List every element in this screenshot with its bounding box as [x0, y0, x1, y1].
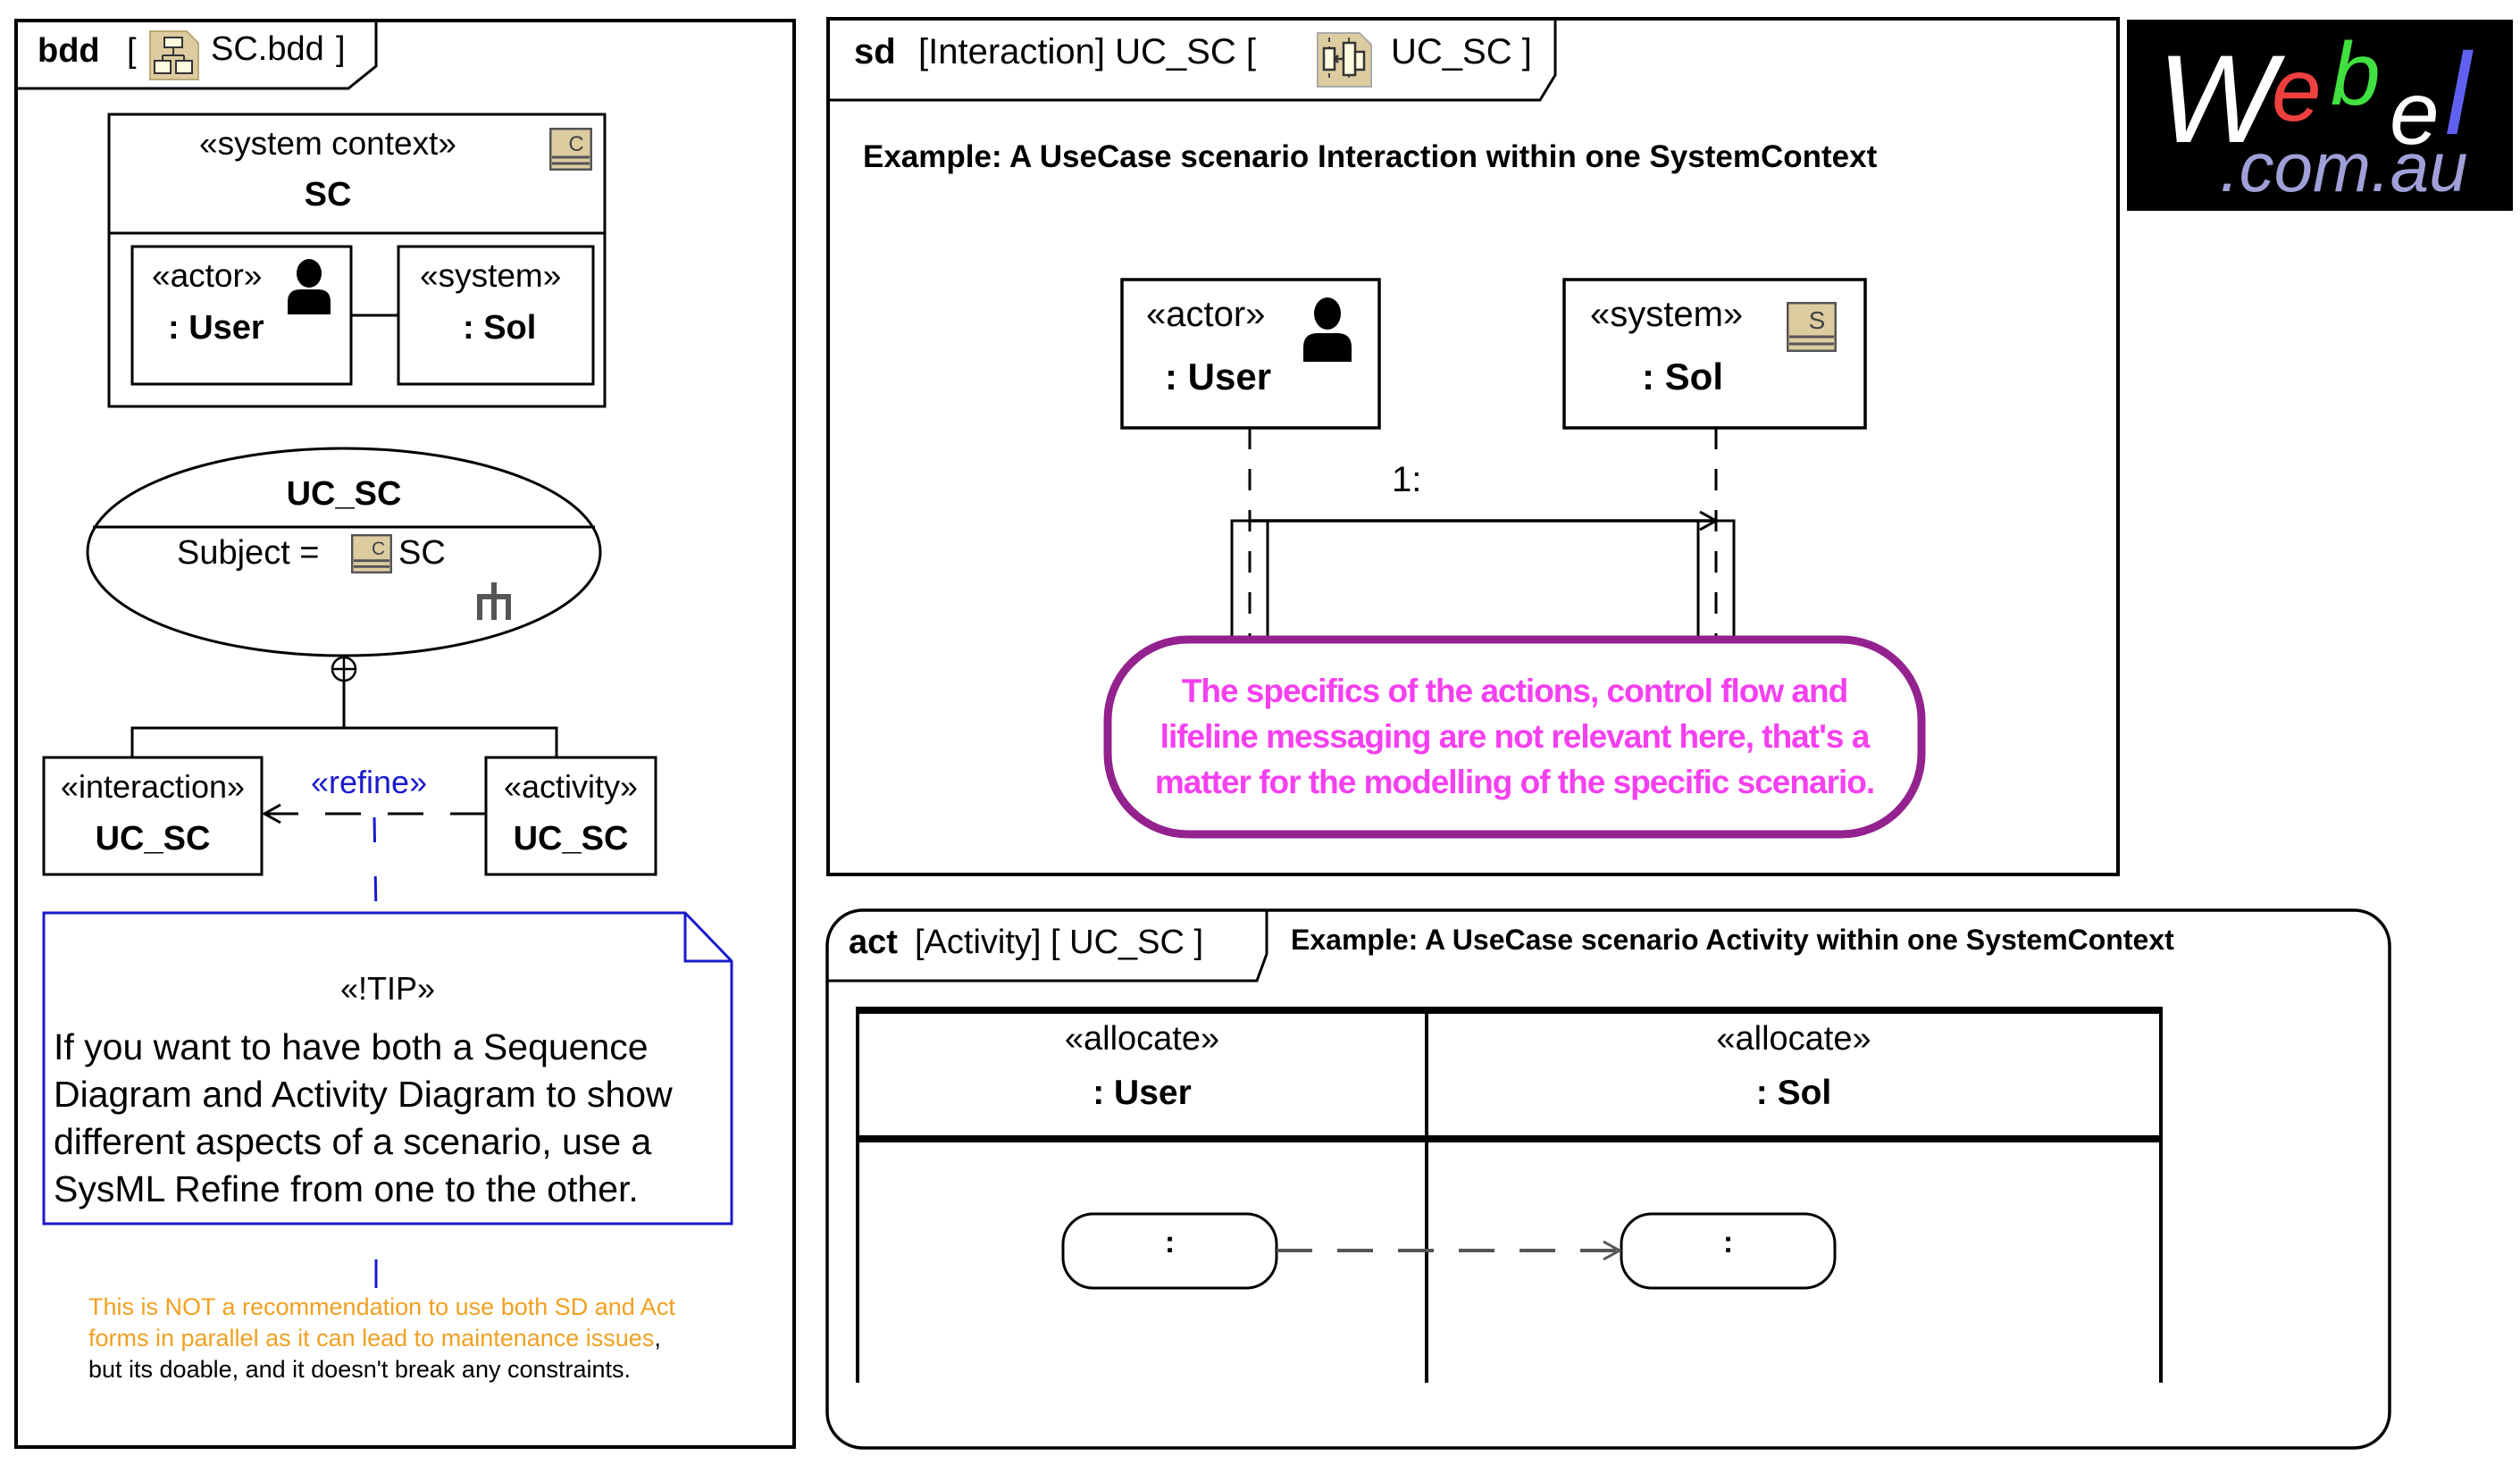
interaction-block-name: UC_SC	[95, 820, 211, 857]
part-user-name: : User	[168, 309, 264, 347]
warning-note: This is NOT a recommendation to use both…	[88, 1292, 675, 1385]
partition-user-stereotype: «allocate»	[1064, 1020, 1220, 1058]
tip-line: If you want to have both a Sequence	[54, 1026, 649, 1067]
class-C-icon: C	[548, 127, 593, 175]
lifeline-sol-name: : Sol	[1642, 356, 1723, 397]
sd-diagram-name: UC_SC ]	[1391, 32, 1532, 71]
webel-logo[interactable]: W e b e l .com.au	[2127, 20, 2513, 211]
use-case-name: UC_SC	[286, 475, 402, 513]
refine-label: «refine»	[311, 764, 428, 800]
svg-text:S: S	[1809, 306, 1826, 334]
swimlane	[856, 1007, 2163, 1383]
tip-stereotype: «!TIP»	[339, 970, 436, 1007]
activity-block-name: UC_SC	[513, 820, 629, 857]
logo-letter-w: W	[2157, 29, 2275, 169]
activation-user[interactable]	[1230, 519, 1269, 640]
act-kind-label: act	[849, 924, 898, 961]
act-caption: Example: A UseCase scenario Activity wit…	[1291, 924, 2174, 956]
bdd-frame	[14, 19, 796, 1449]
logo-letter-e2: e	[2390, 63, 2440, 163]
callout-text: The specifics of the actions, control fl…	[1108, 668, 1921, 805]
actor-person-icon	[286, 259, 332, 319]
tip-line: different aspects of a scenario, use a	[54, 1121, 652, 1162]
system-context-name: SC	[304, 176, 352, 213]
partition-user-name: : User	[1093, 1074, 1192, 1112]
sd-caption: Example: A UseCase scenario Interaction …	[863, 139, 1878, 174]
part-user-stereotype: «actor»	[152, 257, 263, 294]
tip-line: Diagram and Activity Diagram to show	[54, 1074, 673, 1115]
activity-block[interactable]	[484, 756, 657, 876]
sd-kind-label: sd	[854, 32, 896, 71]
logo-domain: .com.au	[2220, 128, 2468, 206]
lifeline-user-stereotype: «actor»	[1146, 295, 1266, 334]
logo-letter-l: l	[2445, 29, 2471, 159]
part-sol-stereotype: «system»	[420, 257, 562, 294]
sd-frame	[826, 17, 2120, 876]
action-user-label: :	[1164, 1226, 1176, 1259]
warning-comma: ,	[654, 1325, 661, 1351]
act-title: [Activity] [ UC_SC ]	[915, 924, 1204, 961]
sequence-diagram-icon	[1317, 32, 1372, 92]
actor-person-icon	[1302, 297, 1353, 366]
rake-icon	[477, 582, 511, 624]
svg-text:C: C	[372, 539, 385, 559]
part-sol[interactable]	[397, 245, 595, 386]
activation-sol[interactable]	[1696, 519, 1736, 640]
logo-letter-b: b	[2331, 24, 2381, 124]
callout-line: lifeline messaging are not relevant here…	[1160, 718, 1871, 755]
tip-line: SysML Refine from one to the other.	[54, 1168, 639, 1209]
warning-line: forms in parallel as it can lead to main…	[88, 1325, 655, 1351]
subject-class-C-icon: C	[350, 533, 393, 578]
containment-tree	[130, 681, 558, 757]
system-context-stereotype: «system context»	[199, 125, 456, 162]
warning-line: but its doable, and it doesn't break any…	[88, 1356, 632, 1383]
logo-letter-e: e	[2272, 40, 2322, 140]
tip-note[interactable]	[42, 911, 733, 1226]
message-1-label[interactable]: 1:	[1392, 460, 1422, 499]
bdd-kind-label: bdd	[38, 32, 100, 70]
lifeline-sol-stereotype: «system»	[1590, 295, 1744, 334]
use-case-subject-label: Subject =	[177, 534, 320, 572]
bdd-diagram-name: SC.bdd	[211, 30, 324, 68]
callout-box[interactable]	[1103, 635, 1926, 839]
bdd-close-bracket: ]	[336, 30, 346, 68]
activity-block-stereotype: «activity»	[503, 768, 639, 805]
interaction-block[interactable]	[42, 756, 264, 876]
lifeline-user-name: : User	[1165, 356, 1272, 397]
tip-body: If you want to have both a Sequence Diag…	[54, 1024, 673, 1213]
svg-text:C: C	[568, 132, 583, 156]
bdd-open-bracket: [	[127, 32, 137, 70]
system-S-icon: S	[1786, 301, 1838, 356]
interaction-block-stereotype: «interaction»	[60, 768, 246, 805]
callout-line: matter for the modelling of the specific…	[1154, 764, 1875, 800]
note-anchor-line	[373, 816, 378, 914]
use-case-subject-value: SC	[398, 534, 446, 572]
warning-line: This is NOT a recommendation to use both…	[88, 1293, 675, 1320]
containment-symbol	[331, 656, 357, 682]
use-case-ellipse[interactable]	[86, 447, 602, 657]
action-sol-label: :	[1722, 1226, 1734, 1259]
bdd-diagram-icon	[149, 30, 199, 85]
partition-sol-name: : Sol	[1755, 1074, 1832, 1112]
callout-line: The specifics of the actions, control fl…	[1181, 673, 1849, 709]
act-frame	[825, 908, 2391, 1450]
part-sol-name: : Sol	[463, 309, 537, 347]
sd-title: [Interaction] UC_SC [	[918, 32, 1256, 71]
partition-sol-stereotype: «allocate»	[1716, 1020, 1871, 1058]
